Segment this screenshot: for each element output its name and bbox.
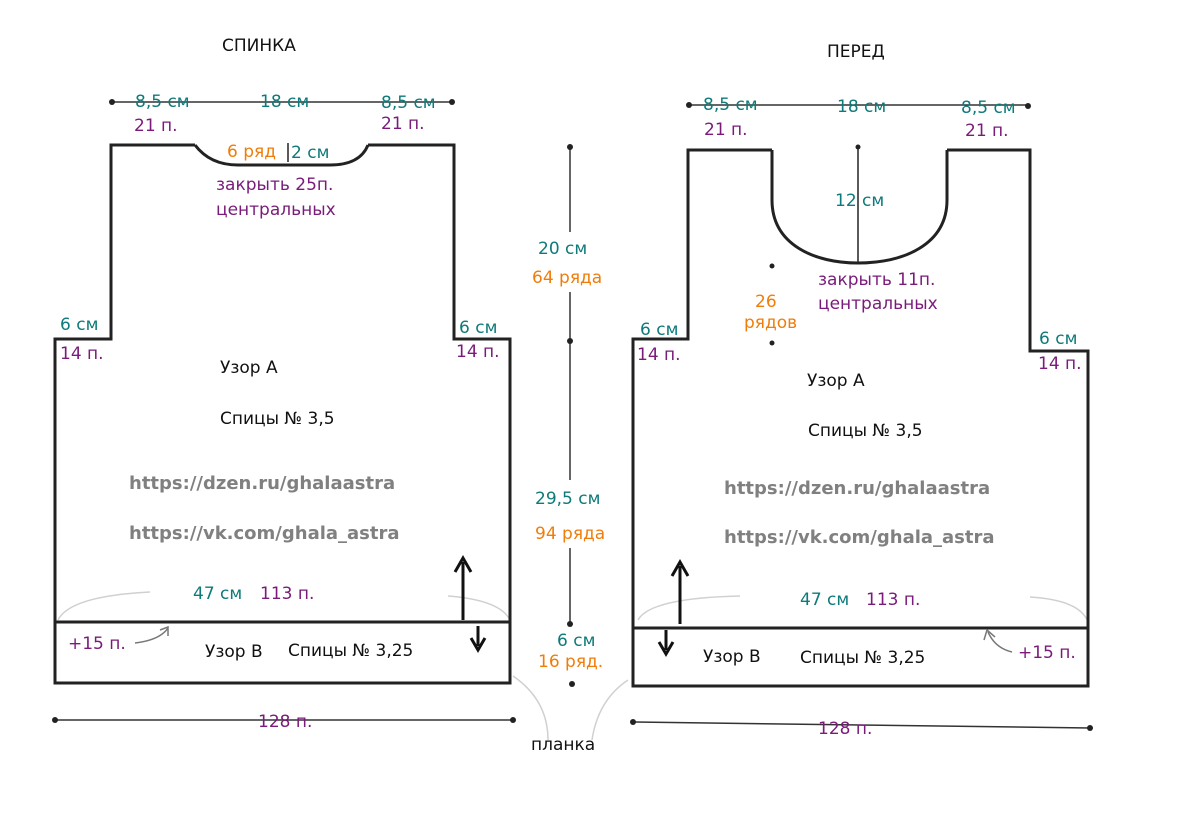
- front-neck-bind-off-central: центральных: [818, 294, 938, 314]
- back-hem-curve-right: [447, 595, 511, 621]
- front-armhole-left-cm: 6 см: [640, 320, 678, 340]
- front-piece: ПЕРЕД 8,5 см 18 см 8,5 см 21 п. 21 п. 12…: [630, 42, 1093, 739]
- band-height-cm: 6 см: [557, 631, 595, 651]
- front-outline: [631, 148, 1090, 630]
- body-height-rows: 94 ряда: [535, 524, 605, 544]
- front-shoulder-right-cm: 8,5 см: [961, 98, 1016, 118]
- back-neck-rows: 6 ряд: [227, 142, 276, 162]
- back-shoulder-right-cm: 8,5 см: [381, 93, 436, 113]
- watermark-vk-back: https://vk.com/ghala_astra: [129, 523, 400, 544]
- back-neck-depth-cm: 2 см: [291, 143, 329, 163]
- front-band: [631, 628, 1090, 688]
- front-neckline: [770, 150, 949, 265]
- front-shoulder-right-stitches: 21 п.: [965, 121, 1009, 141]
- back-bottom-dot-right: [510, 717, 516, 723]
- back-pattern-a: Узор А: [220, 358, 278, 378]
- back-armhole-left-cm: 6 см: [60, 315, 98, 335]
- front-pattern-a: Узор А: [807, 371, 865, 391]
- front-shoulder-left-cm: 8,5 см: [703, 95, 758, 115]
- front-neck-rows-word: рядов: [744, 313, 797, 333]
- back-armhole-right-cm: 6 см: [459, 318, 497, 338]
- back-increase-pointer-head: [159, 625, 169, 636]
- back-needles-a: Спицы № 3,5: [220, 409, 335, 429]
- back-neck-bind-off: закрыть 25п.: [216, 175, 333, 195]
- front-bottom-dot-right: [1087, 725, 1093, 731]
- front-bottom-stitches: 128 п.: [818, 719, 872, 739]
- back-increase-pointer: [134, 627, 169, 644]
- back-width-cm: 47 см: [193, 584, 242, 604]
- back-increase: +15 п.: [68, 634, 126, 654]
- front-hem-curve-left: [637, 595, 741, 621]
- front-neck-rows-dot-top: [769, 263, 775, 269]
- front-neck-depth-dot: [855, 144, 861, 150]
- front-bottom-dot-left: [630, 719, 636, 725]
- armhole-height-rows: 64 ряда: [532, 268, 602, 288]
- band-leader-left: [512, 675, 549, 741]
- watermark-dzen-front: https://dzen.ru/ghalaastra: [724, 478, 990, 499]
- front-bottom-dimension-line: [632, 721, 1091, 729]
- back-band: [53, 622, 512, 685]
- back-neck-bind-off-central: центральных: [216, 200, 336, 220]
- front-arrow-up-head: [670, 558, 690, 577]
- back-top-dot-right: [449, 99, 455, 105]
- front-needles-a: Спицы № 3,5: [808, 421, 923, 441]
- watermarks: https://dzen.ru/ghalaastra https://vk.co…: [129, 473, 995, 548]
- front-increase-pointer-head: [983, 628, 996, 641]
- front-increase: +15 п.: [1018, 643, 1076, 663]
- front-hem-curve-right: [1029, 596, 1089, 623]
- back-width-stitches: 113 п.: [260, 584, 314, 604]
- front-pattern-b: Узор В: [703, 647, 761, 667]
- center-dot-hem: [567, 621, 573, 627]
- back-shoulder-left-cm: 8,5 см: [135, 92, 190, 112]
- center-measurements: 20 см 64 ряда 29,5 см 94 ряда 6 см 16 ря…: [512, 144, 629, 755]
- front-neck-rows-dot-bottom: [769, 340, 775, 346]
- back-shoulder-right-stitches: 21 п.: [381, 114, 425, 134]
- watermark-vk-front: https://vk.com/ghala_astra: [724, 527, 995, 548]
- center-dot-armhole: [567, 338, 573, 344]
- front-shoulder-left-stitches: 21 п.: [704, 120, 748, 140]
- back-armhole-left-stitches: 14 п.: [60, 344, 104, 364]
- body-height-cm: 29,5 см: [535, 489, 600, 509]
- back-arrow-down-head: [469, 637, 487, 653]
- front-neck-rows-number: 26: [755, 292, 777, 312]
- front-top-dot-left: [686, 102, 692, 108]
- front-neck-bind-off: закрыть 11п.: [818, 270, 935, 290]
- front-armhole-right-stitches: 14 п.: [1038, 354, 1082, 374]
- back-needles-b: Спицы № 3,25: [288, 641, 413, 661]
- front-neck-depth-cm: 12 см: [835, 191, 884, 211]
- back-bottom-stitches: 128 п.: [258, 712, 312, 732]
- back-outline: [53, 143, 512, 624]
- back-neckline: [193, 144, 370, 167]
- back-title: СПИНКА: [222, 36, 296, 56]
- center-dot-band: [569, 681, 575, 687]
- front-width-stitches: 113 п.: [866, 590, 920, 610]
- front-title: ПЕРЕД: [827, 42, 885, 62]
- back-armhole-right-stitches: 14 п.: [456, 342, 500, 362]
- front-top-dot-right: [1025, 103, 1031, 109]
- back-piece: СПИНКА 8,5 см 18 см 8,5 см 21 п. 21 п. 6…: [52, 36, 516, 732]
- armhole-height-cm: 20 см: [538, 239, 587, 259]
- front-width-cm: 47 см: [800, 590, 849, 610]
- band-height-rows: 16 ряд.: [538, 652, 603, 672]
- band-leader-right: [591, 679, 629, 741]
- back-shoulder-left-stitches: 21 п.: [134, 116, 178, 136]
- front-needles-b: Спицы № 3,25: [800, 648, 925, 668]
- center-dot-top: [567, 144, 573, 150]
- band-label: планка: [531, 735, 595, 755]
- front-armhole-left-stitches: 14 п.: [637, 345, 681, 365]
- front-arrow-down-head: [657, 641, 675, 657]
- back-pattern-b: Узор В: [205, 642, 263, 662]
- front-increase-pointer: [987, 631, 1013, 653]
- back-bottom-dot-left: [52, 717, 58, 723]
- back-top-dot-left: [109, 99, 115, 105]
- front-neck-width-cm: 18 см: [837, 97, 886, 117]
- back-arrow-up-head: [453, 554, 473, 573]
- front-armhole-right-cm: 6 см: [1039, 329, 1077, 349]
- back-hem-curve-left: [57, 591, 151, 621]
- back-neck-width-cm: 18 см: [260, 92, 309, 112]
- watermark-dzen-back: https://dzen.ru/ghalaastra: [129, 473, 395, 494]
